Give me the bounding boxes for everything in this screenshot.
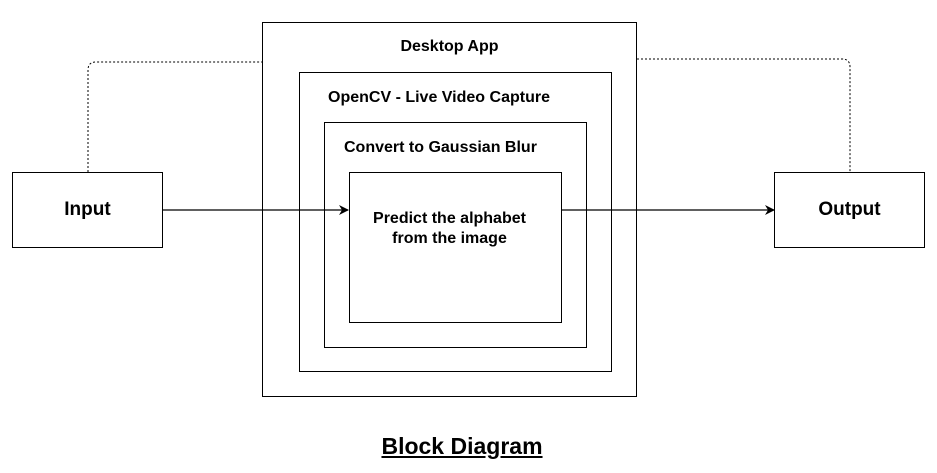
output-label: Output — [818, 199, 881, 220]
input-label: Input — [64, 199, 111, 220]
input-box — [12, 172, 163, 248]
predict-label-line1: Predict the alphabet — [373, 210, 526, 227]
blur-box — [324, 122, 587, 348]
predict-label-line2: from the image — [392, 230, 507, 247]
desktop-app-box — [262, 22, 637, 397]
output-dotted-connector — [637, 58, 851, 172]
diagram-caption: Block Diagram — [381, 433, 543, 459]
opencv-label: OpenCV - Live Video Capture — [328, 89, 550, 106]
input-dotted-connector — [87, 61, 262, 172]
opencv-box — [299, 72, 612, 372]
predict-box — [349, 172, 562, 323]
output-box — [774, 172, 925, 248]
blur-label: Convert to Gaussian Blur — [344, 139, 537, 156]
desktop-app-label: Desktop App — [400, 38, 499, 55]
